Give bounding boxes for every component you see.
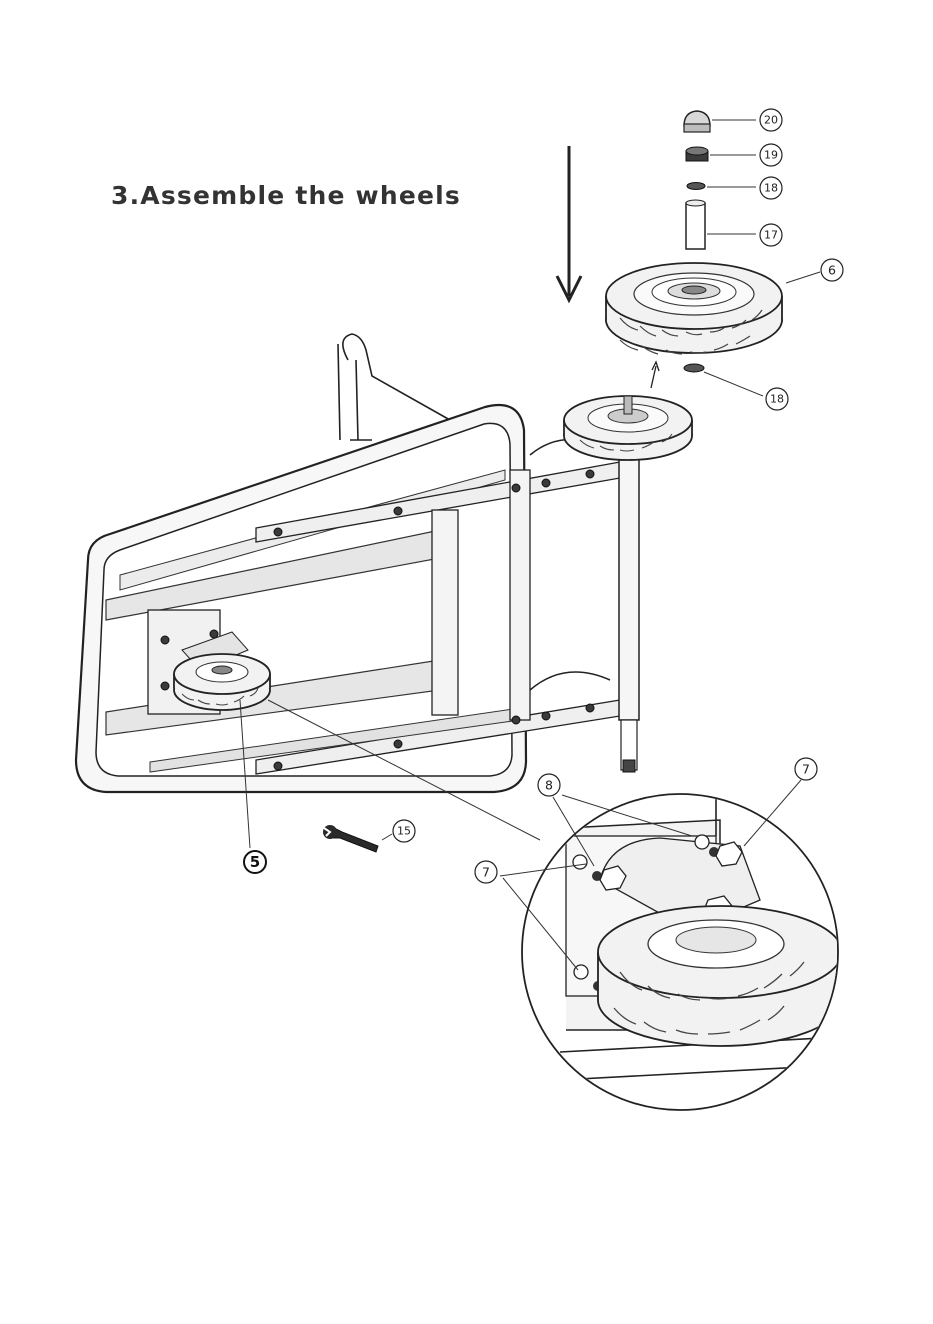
callout-20: 20: [760, 109, 782, 131]
callout-15: 15: [393, 820, 415, 842]
svg-text:19: 19: [764, 149, 778, 162]
large-wheel-part: [606, 263, 820, 354]
callout-5: 5: [244, 851, 266, 873]
callout-7-left: 7: [475, 861, 497, 883]
svg-text:7: 7: [802, 762, 810, 777]
cap-nut-part: [684, 111, 756, 132]
svg-text:17: 17: [764, 229, 778, 242]
svg-text:20: 20: [764, 114, 778, 127]
svg-text:5: 5: [250, 853, 260, 871]
svg-text:18: 18: [764, 182, 778, 195]
callout-6: 6: [821, 259, 843, 281]
svg-text:6: 6: [828, 263, 836, 278]
washer-top-part: [687, 183, 756, 190]
callout-8: 8: [538, 774, 560, 796]
spacer-sleeve-part: [686, 200, 756, 249]
svg-text:8: 8: [545, 778, 553, 793]
svg-text:15: 15: [397, 825, 411, 838]
callout-18-top: 18: [760, 177, 782, 199]
callout-19: 19: [760, 144, 782, 166]
svg-text:7: 7: [482, 865, 490, 880]
washer-bottom-part: [684, 364, 763, 396]
insert-arrow: [651, 362, 659, 388]
lock-nut-part: [686, 147, 756, 161]
detail-zoom-circle: [522, 790, 860, 1110]
wrench-icon: [323, 825, 392, 852]
callout-18-bottom: 18: [766, 388, 788, 410]
callout-7-right: 7: [795, 758, 817, 780]
mounted-rear-wheel: [564, 396, 692, 460]
direction-arrow: [557, 146, 581, 300]
svg-text:18: 18: [770, 393, 784, 406]
cart-frame: [76, 334, 639, 792]
callout-17: 17: [760, 224, 782, 246]
